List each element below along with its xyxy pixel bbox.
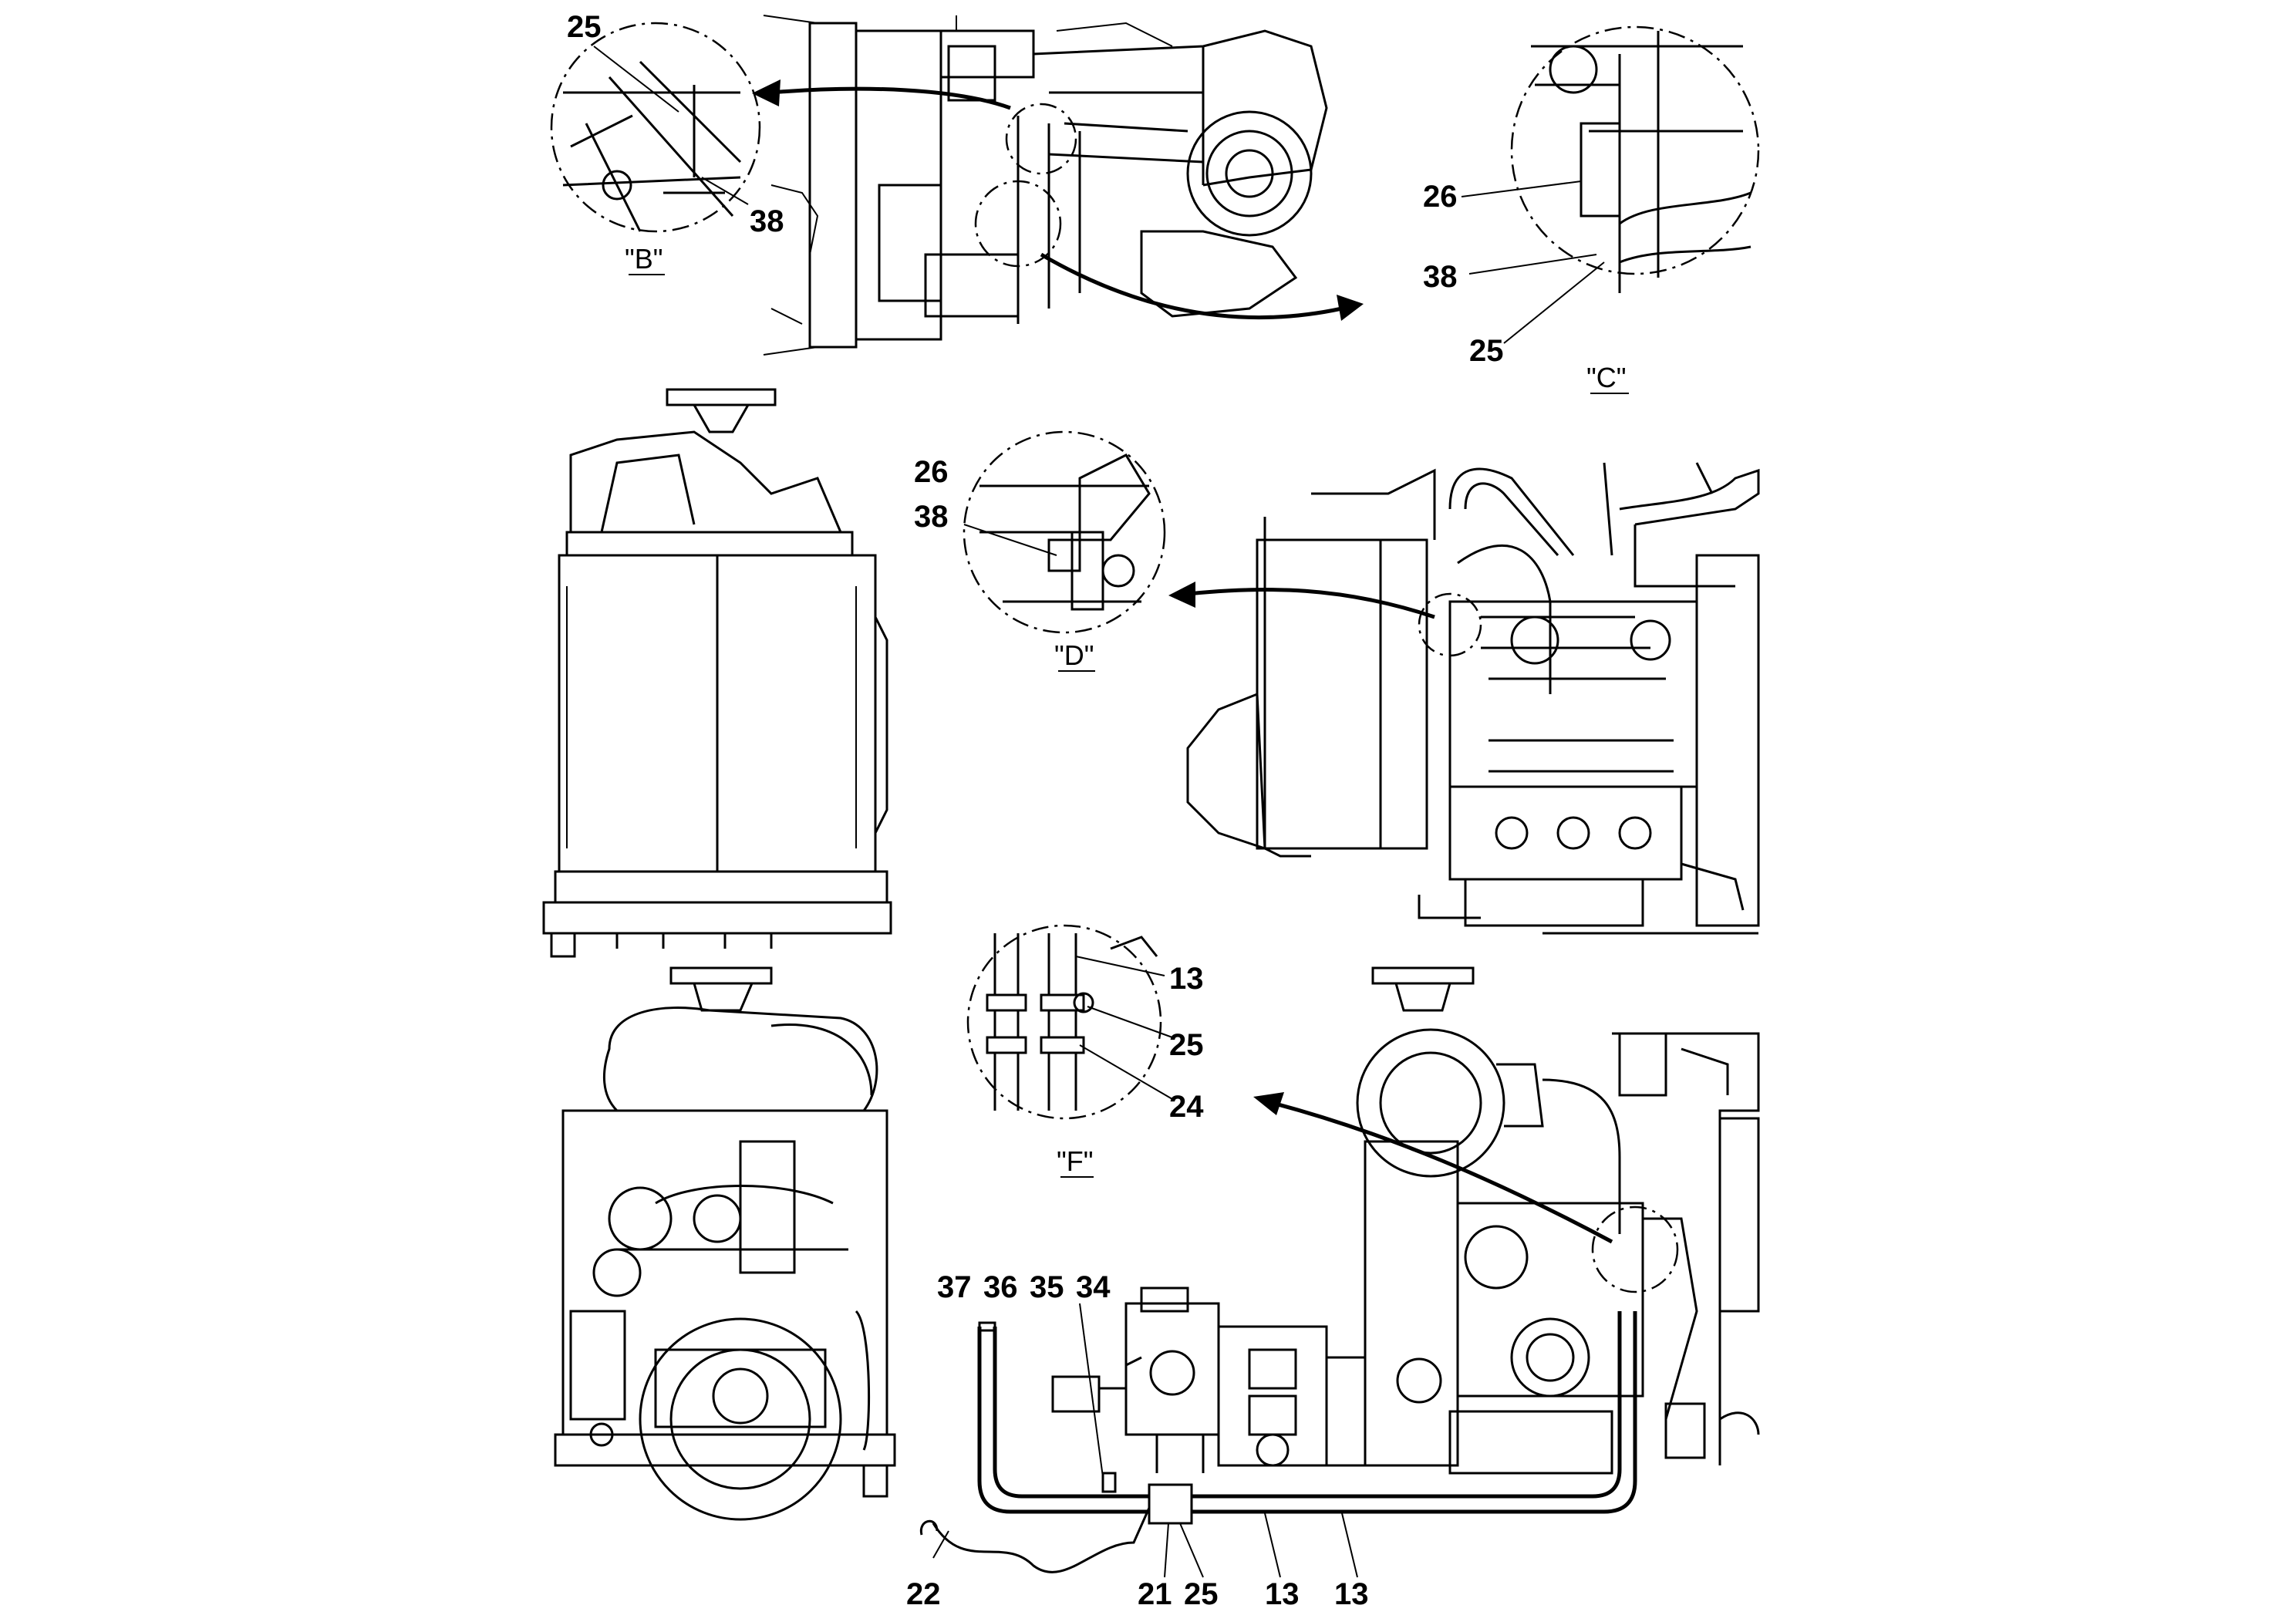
detail-b: 25 38 "B" (550, 10, 784, 275)
callout-label: 38 (750, 204, 784, 238)
middle-left-view (542, 388, 892, 958)
callout-label: 25 (1184, 1577, 1219, 1611)
callout-label: 34 (1076, 1270, 1111, 1304)
detail-c: 26 38 25 "C" (1423, 25, 1760, 394)
callout-label: 13 (1169, 962, 1204, 996)
callout-label: 38 (1423, 260, 1458, 294)
callout-label: 24 (1169, 1090, 1204, 1124)
top-engine-view (752, 15, 1364, 356)
callout-label: 25 (1169, 1028, 1204, 1062)
callout-label: 26 (1423, 180, 1458, 214)
bottom-callouts: 37 36 35 34 22 21 25 13 13 (906, 1270, 1369, 1611)
callout-label: 35 (1030, 1270, 1064, 1304)
callout-label: 36 (983, 1270, 1018, 1304)
middle-right-view (1168, 462, 1760, 935)
detail-f: 13 25 24 "F" (966, 924, 1204, 1178)
callout-label: 37 (937, 1270, 972, 1304)
callout-label: 25 (1469, 334, 1504, 368)
bottom-right-view (1253, 966, 1760, 1475)
callout-label: 13 (1334, 1577, 1369, 1611)
callout-label: 25 (567, 10, 602, 44)
callout-label: 38 (914, 500, 949, 534)
detail-caption: "C" (1586, 362, 1627, 393)
callout-label: 21 (1138, 1577, 1172, 1611)
detail-caption: "F" (1057, 1145, 1094, 1177)
callout-label: 26 (914, 455, 949, 489)
detail-caption: "B" (625, 243, 663, 275)
detail-d: 26 38 "D" (914, 430, 1166, 672)
pump-and-pipe-assembly (919, 1286, 1637, 1578)
callout-label: 22 (906, 1577, 941, 1611)
callout-label: 13 (1265, 1577, 1300, 1611)
detail-caption: "D" (1054, 639, 1094, 671)
bottom-left-view (554, 966, 896, 1521)
